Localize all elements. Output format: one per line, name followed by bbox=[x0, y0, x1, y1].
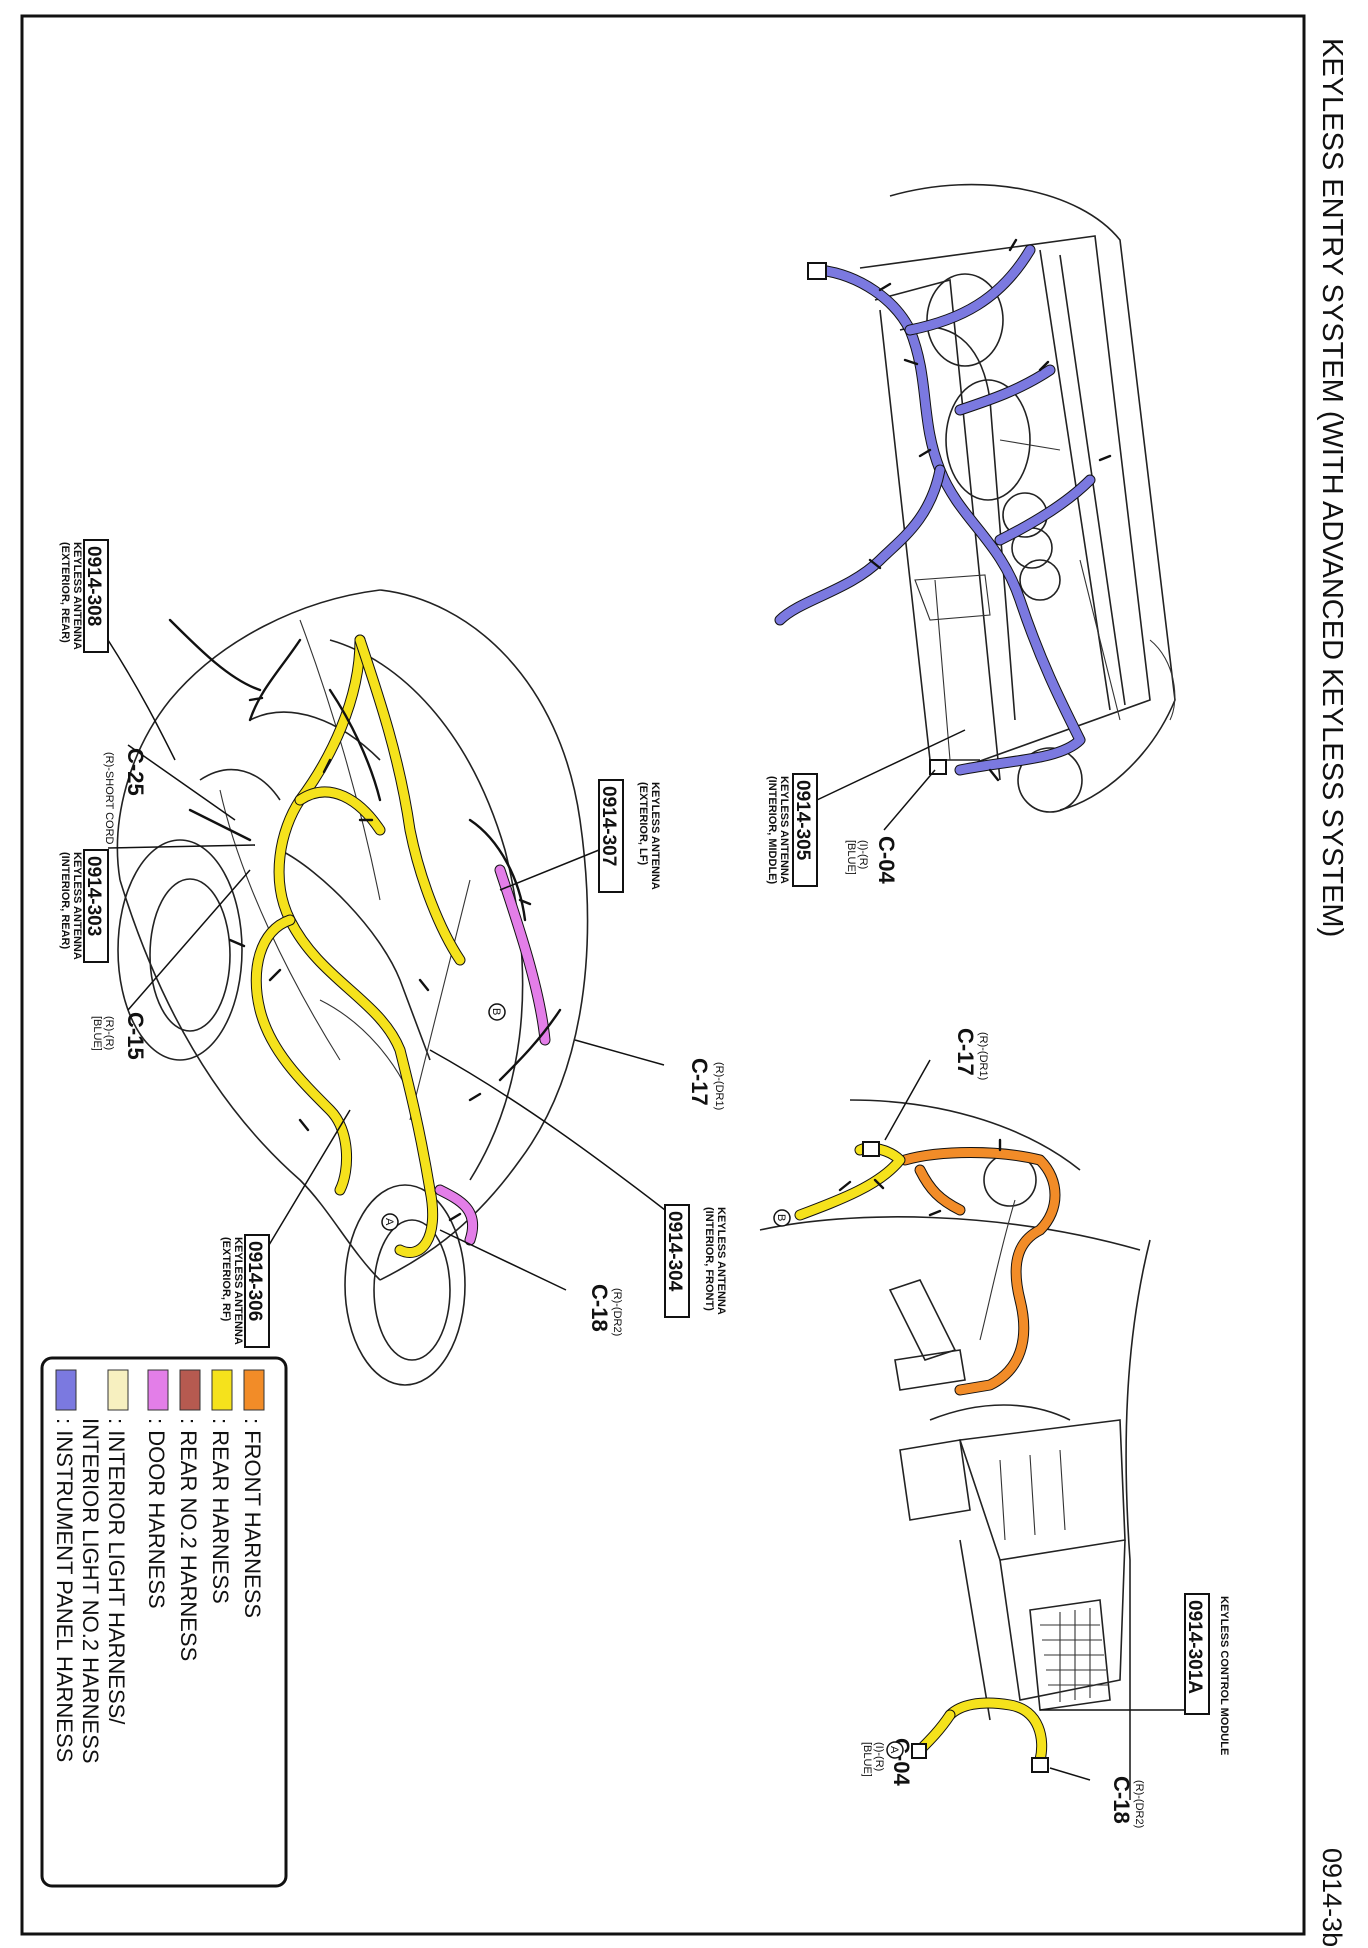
svg-text:B: B bbox=[490, 1008, 502, 1015]
legend-item: : FRONT HARNESS bbox=[240, 1369, 265, 1618]
svg-text:A: A bbox=[888, 1746, 900, 1754]
svg-text:KEYLESS ANTENNA: KEYLESS ANTENNA bbox=[71, 542, 83, 650]
door-harness-wire bbox=[434, 864, 551, 1246]
page-frame bbox=[20, 14, 1306, 1936]
svg-text:KEYLESS ANTENNA: KEYLESS ANTENNA bbox=[715, 1207, 727, 1315]
svg-text:A: A bbox=[383, 1218, 395, 1226]
marker-b-vehicle: B bbox=[488, 1003, 506, 1021]
marker-a-module: A bbox=[886, 1741, 904, 1759]
connector-c04-right: C-04 (I)-(R) [BLUE] bbox=[861, 1738, 914, 1786]
svg-text:[BLUE]: [BLUE] bbox=[861, 1742, 873, 1777]
connector-c17-mid: C-17 (R)-(DR1) bbox=[574, 1039, 725, 1110]
svg-text:0914-305: 0914-305 bbox=[792, 780, 813, 861]
legend-swatch bbox=[107, 1369, 129, 1411]
connector-c04-top: C-04 (I)-(R) [BLUE] bbox=[845, 769, 936, 884]
svg-text:(EXTERIOR, LF): (EXTERIOR, LF) bbox=[637, 782, 649, 865]
svg-text:C-18: C-18 bbox=[1109, 1776, 1134, 1824]
svg-text:KEYLESS ANTENNA: KEYLESS ANTENNA bbox=[778, 776, 790, 884]
front-area-illustration bbox=[759, 1099, 1141, 1391]
svg-text:KEYLESS ANTENNA: KEYLESS ANTENNA bbox=[649, 782, 661, 890]
vehicle-body-illustration bbox=[116, 589, 589, 1386]
legend-swatch bbox=[243, 1369, 265, 1411]
front-harness-wire bbox=[899, 1147, 1061, 1396]
svg-text:KEYLESS ANTENNA: KEYLESS ANTENNA bbox=[71, 852, 83, 960]
svg-text:KEYLESS ANTENNA: KEYLESS ANTENNA bbox=[232, 1237, 244, 1345]
svg-text:(EXTERIOR, REAR): (EXTERIOR, REAR) bbox=[59, 542, 71, 643]
legend-label: : DOOR HARNESS bbox=[144, 1418, 169, 1609]
svg-text:C-15: C-15 bbox=[123, 1012, 148, 1060]
legend-swatch bbox=[211, 1369, 233, 1411]
legend-item: : INTERIOR LIGHT HARNESS/ INTERIOR LIGHT… bbox=[78, 1369, 129, 1764]
callout-0914-307: 0914-307 KEYLESS ANTENNA (EXTERIOR, LF) bbox=[499, 779, 661, 893]
svg-text:0914-307: 0914-307 bbox=[598, 786, 619, 866]
svg-text:0914-301A: 0914-301A bbox=[1184, 1600, 1205, 1694]
svg-text:C-18: C-18 bbox=[587, 1284, 612, 1332]
legend-swatch bbox=[179, 1369, 201, 1411]
svg-text:0914-303: 0914-303 bbox=[83, 856, 104, 936]
svg-text:[BLUE]: [BLUE] bbox=[845, 840, 857, 875]
legend-label: : FRONT HARNESS bbox=[240, 1418, 265, 1618]
page-title: KEYLESS ENTRY SYSTEM (WITH ADVANCED KEYL… bbox=[1316, 38, 1348, 937]
svg-text:(R)-(DR1): (R)-(DR1) bbox=[977, 1032, 989, 1080]
legend-swatch bbox=[55, 1369, 77, 1411]
vehicle-black-wires bbox=[168, 618, 562, 1222]
svg-text:0914-304: 0914-304 bbox=[664, 1211, 685, 1292]
svg-text:(INTERIOR, MIDDLE): (INTERIOR, MIDDLE) bbox=[766, 776, 778, 884]
svg-text:(INTERIOR, REAR): (INTERIOR, REAR) bbox=[59, 852, 71, 950]
legend-label: : REAR NO.2 HARNESS bbox=[176, 1418, 201, 1661]
callout-0914-301a: 0914-301A KEYLESS CONTROL MODULE bbox=[1040, 1593, 1230, 1755]
svg-text:(R)-(DR1): (R)-(DR1) bbox=[713, 1062, 725, 1110]
svg-text:C-04: C-04 bbox=[874, 836, 899, 884]
legend-label: : INSTRUMENT PANEL HARNESS bbox=[52, 1418, 77, 1762]
legend-item: : DOOR HARNESS bbox=[144, 1369, 169, 1609]
svg-text:0914-308: 0914-308 bbox=[83, 546, 104, 626]
instrument-panel-harness-wire bbox=[774, 238, 1112, 782]
svg-text:C-25: C-25 bbox=[123, 748, 148, 796]
front-rear-harness-wire bbox=[794, 1138, 1002, 1221]
svg-text:(R)-(DR2): (R)-(DR2) bbox=[611, 1288, 623, 1336]
legend-label: : INTERIOR LIGHT HARNESS/ bbox=[104, 1418, 129, 1725]
marker-b-front: B bbox=[773, 1209, 791, 1227]
svg-text:[BLUE]: [BLUE] bbox=[91, 1016, 103, 1051]
callout-0914-305: 0914-305 KEYLESS ANTENNA (INTERIOR, MIDD… bbox=[766, 729, 966, 887]
marker-a-vehicle: A bbox=[381, 1213, 399, 1231]
svg-text:KEYLESS CONTROL MODULE: KEYLESS CONTROL MODULE bbox=[1218, 1596, 1230, 1755]
connector-c18-left: C-18 (R)-(DR2) bbox=[439, 1229, 623, 1336]
svg-text:(EXTERIOR, RF): (EXTERIOR, RF) bbox=[220, 1237, 232, 1322]
svg-text:(R)-(R): (R)-(R) bbox=[103, 1016, 115, 1050]
svg-text:(R)-SHORT CORD: (R)-SHORT CORD bbox=[103, 752, 115, 845]
callout-0914-306: 0914-306 KEYLESS ANTENNA (EXTERIOR, RF) bbox=[220, 1109, 351, 1348]
control-module-area-illustration bbox=[899, 1239, 1151, 1800]
svg-text:(R)-(DR2): (R)-(DR2) bbox=[1133, 1780, 1145, 1828]
svg-text:C-17: C-17 bbox=[953, 1028, 978, 1076]
svg-text:C-17: C-17 bbox=[687, 1058, 712, 1106]
svg-text:0914-306: 0914-306 bbox=[244, 1241, 265, 1321]
module-rear-harness-wire bbox=[911, 1697, 1049, 1773]
callout-0914-304: 0914-304 KEYLESS ANTENNA (INTERIOR, FRON… bbox=[429, 1049, 727, 1318]
legend-swatch bbox=[147, 1369, 169, 1411]
svg-text:(INTERIOR, FRONT): (INTERIOR, FRONT) bbox=[703, 1207, 715, 1311]
connector-c17-right: C-17 (R)-(DR1) bbox=[884, 1028, 989, 1141]
callout-0914-303: 0914-303 KEYLESS ANTENNA (INTERIOR, REAR… bbox=[59, 844, 256, 963]
legend-label-line2: INTERIOR LIGHT NO.2 HARNESS bbox=[78, 1418, 103, 1764]
connector-c15: C-15 (R)-(R) [BLUE] bbox=[91, 869, 251, 1060]
callout-0914-308: 0914-308 KEYLESS ANTENNA (EXTERIOR, REAR… bbox=[59, 539, 176, 761]
connector-c25: C-25 (R)-SHORT CORD bbox=[103, 744, 236, 845]
connector-c18-right: C-18 (R)-(DR2) bbox=[1049, 1767, 1145, 1828]
harness-color-legend: : FRONT HARNESS : REAR HARNESS : REAR NO.2… bbox=[40, 1356, 288, 1888]
instrument-panel-illustration bbox=[859, 183, 1176, 813]
legend-label: : REAR HARNESS bbox=[208, 1418, 233, 1604]
rear-harness-wire bbox=[250, 634, 466, 1258]
legend-item: : REAR HARNESS bbox=[208, 1369, 233, 1604]
legend-item: : REAR NO.2 HARNESS bbox=[176, 1369, 201, 1661]
svg-text:(I)-(R): (I)-(R) bbox=[873, 1742, 885, 1771]
page-code: 0914-3b bbox=[1317, 1848, 1347, 1947]
svg-text:B: B bbox=[775, 1214, 787, 1221]
svg-text:(I)-(R): (I)-(R) bbox=[857, 840, 869, 869]
legend-item: : INSTRUMENT PANEL HARNESS bbox=[52, 1369, 77, 1762]
